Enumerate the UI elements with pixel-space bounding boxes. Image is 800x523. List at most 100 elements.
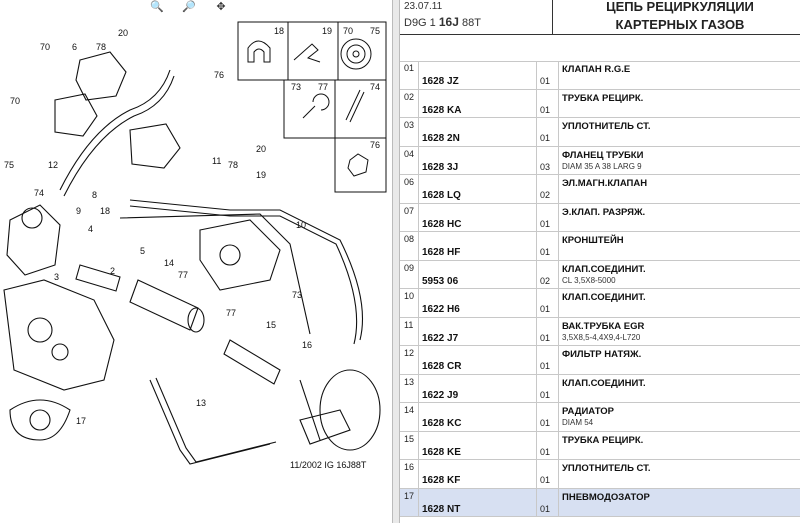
part-name: ЭЛ.МАГН.КЛАПАН — [562, 178, 648, 189]
callout-labels: 70 6 78 20 76 70 75 74 12 9 8 18 3 4 5 1… — [4, 28, 312, 426]
row-number: 08 — [404, 234, 415, 244]
quantity: 01 — [540, 475, 551, 485]
part-name: Э.КЛАП. РАЗРЯЖ. — [562, 206, 646, 218]
inset-label: 18 — [274, 26, 284, 36]
pan-icon[interactable]: ✥ — [216, 1, 226, 13]
quantity: 01 — [540, 389, 551, 400]
parts-drawing — [3, 51, 381, 465]
row-number: 10 — [404, 291, 415, 301]
callout-label: 15 — [266, 320, 276, 330]
callout-label: 74 — [34, 188, 44, 198]
table-row[interactable]: 10 1622 H6 01 КЛАП.СОЕДИНИТ. — [400, 289, 800, 318]
zoom-in-icon[interactable]: 🔍 — [150, 1, 164, 13]
part-number: 1628 3J — [422, 161, 459, 173]
part-name: УПЛОТНИТЕЛЬ СТ. — [562, 121, 651, 132]
table-row[interactable]: 08 1628 HF 01 КРОНШТЕЙН — [400, 232, 800, 261]
diagram-pane[interactable]: 18 19 70 75 73 77 74 76 — [0, 0, 392, 523]
part-name: ПНЕВМОДОЗАТОР — [562, 491, 650, 503]
parts-list-pane: 23.07.11 D9G 1 16J 88T ЦЕПЬ РЕЦИРКУЛЯЦИИ… — [400, 0, 800, 523]
part-number: 1628 KE — [422, 446, 461, 458]
row-number: 09 — [404, 262, 415, 273]
inset-panel — [237, 21, 387, 193]
part-number: 1622 J9 — [422, 389, 459, 401]
part-name: КЛАПАН R.G.E — [562, 64, 631, 75]
part-number: 1622 H6 — [422, 304, 460, 315]
part-name: КЛАП.СОЕДИНИТ. — [562, 292, 646, 303]
quantity: 01 — [540, 304, 551, 314]
row-number: 11 — [404, 319, 414, 330]
table-row[interactable]: 01 1628 JZ 01 КЛАПАН R.G.E — [400, 61, 800, 90]
quantity: 02 — [540, 190, 551, 200]
zoom-out-icon[interactable]: 🔎 — [182, 1, 196, 13]
part-name: ТРУБКА РЕЦИРК. — [562, 92, 644, 104]
quantity: 01 — [540, 218, 551, 229]
exploded-parts-diagram[interactable]: 18 19 70 75 73 77 74 76 — [0, 0, 392, 523]
callout-label: 6 — [72, 42, 77, 52]
part-name: ВАК.ТРУБКА EGR — [562, 320, 645, 332]
diagram-reference: 11/2002 IG 16J88T — [290, 460, 367, 470]
part-name: КРОНШТЕЙН — [562, 235, 624, 246]
quantity: 01 — [540, 418, 551, 428]
callout-label: 16 — [302, 340, 312, 350]
callout-label: 13 — [196, 398, 206, 408]
part-name: КЛАП.СОЕДИНИТ. — [562, 377, 646, 389]
table-row[interactable]: 06 1628 LQ 02 ЭЛ.МАГН.КЛАПАН — [400, 175, 800, 204]
row-number: 16 — [404, 462, 415, 472]
inset-label: 73 — [291, 82, 301, 92]
callout-label: 20 — [118, 28, 128, 38]
table-row[interactable]: 16 1628 KF 01 УПЛОТНИТЕЛЬ СТ. — [400, 460, 800, 489]
callout-label: 5 — [140, 246, 145, 256]
part-number: 1628 JZ — [422, 76, 459, 87]
quantity: 01 — [540, 76, 551, 86]
row-number: 04 — [404, 148, 415, 159]
callout-label: 77 — [178, 270, 188, 280]
callout-label: 14 — [164, 258, 174, 268]
inset-label: 70 — [343, 26, 353, 36]
quantity: 01 — [540, 247, 551, 257]
callout-label: 76 — [214, 70, 224, 80]
callout-label: 70 — [40, 42, 50, 52]
callout-label: 75 — [4, 160, 14, 170]
part-number: 1628 HF — [422, 247, 461, 258]
callout-label: 18 — [100, 206, 110, 216]
quantity: 01 — [540, 446, 551, 457]
callout-label: 20 — [256, 144, 266, 154]
row-number: 17 — [404, 490, 415, 501]
part-number: 1628 LQ — [422, 190, 461, 201]
part-name: ФЛАНЕЦ ТРУБКИ — [562, 149, 644, 161]
part-note: DIAM 54 — [562, 418, 594, 427]
quantity: 03 — [540, 161, 551, 172]
part-number: 1628 KF — [422, 475, 461, 486]
row-number: 01 — [404, 63, 415, 73]
row-number: 15 — [404, 433, 415, 444]
inset-label: 76 — [370, 140, 380, 150]
parts-header: 23.07.11 D9G 1 16J 88T ЦЕПЬ РЕЦИРКУЛЯЦИИ… — [400, 0, 800, 35]
row-number: 06 — [404, 177, 415, 187]
inset-label: 19 — [322, 26, 332, 36]
part-number: 5953 06 — [422, 275, 459, 287]
inset-label: 75 — [370, 26, 380, 36]
part-number: 1628 KA — [422, 104, 462, 116]
row-number: 07 — [404, 205, 415, 216]
quantity: 01 — [540, 361, 551, 371]
callout-label: 9 — [76, 206, 81, 216]
callout-label: 2 — [110, 266, 115, 276]
quantity: 01 — [540, 104, 551, 115]
quantity: 01 — [540, 133, 551, 143]
callout-label: 19 — [256, 170, 266, 180]
row-number: 03 — [404, 120, 415, 130]
callout-label: 73 — [292, 290, 302, 300]
part-name: УПЛОТНИТЕЛЬ СТ. — [562, 463, 651, 474]
pane-splitter[interactable] — [392, 0, 400, 523]
